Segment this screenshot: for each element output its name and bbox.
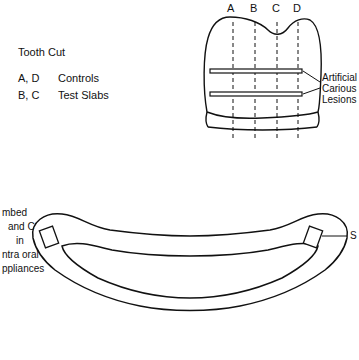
test-slabs xyxy=(39,226,322,248)
cut-letter: B xyxy=(250,2,257,14)
note-label: mbed xyxy=(2,207,27,218)
cut-letter: D xyxy=(293,2,301,14)
cut-lines xyxy=(233,22,298,140)
key-label: A, D xyxy=(18,72,39,84)
note-label: ppliances xyxy=(2,263,44,274)
appliance-outline xyxy=(33,214,348,311)
cut-letter: C xyxy=(272,2,280,14)
key-label: Test Slabs xyxy=(58,89,109,101)
note-label: in xyxy=(16,235,24,246)
note-label: ntra oral xyxy=(2,249,39,260)
tooth-outline xyxy=(204,17,321,130)
heading-label: Tooth Cut xyxy=(18,46,65,58)
cut-letter: A xyxy=(227,2,234,14)
key-label: Controls xyxy=(58,72,99,84)
callout-label: Artificial Carious Lesions xyxy=(322,72,358,105)
note-label: and C xyxy=(8,221,35,232)
key-label: B, C xyxy=(18,89,39,101)
callout-label: S xyxy=(350,230,357,241)
lesion-bands xyxy=(210,69,302,96)
